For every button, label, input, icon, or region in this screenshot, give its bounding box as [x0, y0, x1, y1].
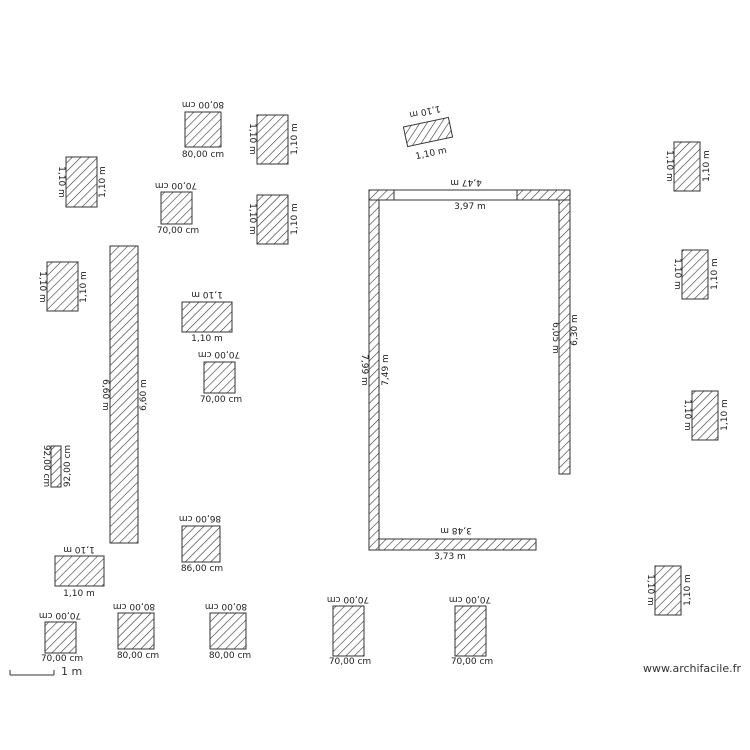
- wall-right-outer-label: 6,30 m: [570, 314, 580, 346]
- piece-p1-top-label: 80,00 cm: [182, 99, 224, 109]
- piece-p17-top-label: 70,00 cm: [327, 594, 369, 604]
- piece-p7-left-label: 1,10 m: [247, 203, 257, 235]
- piece-p1[interactable]: 80,00 cm 80,00 cm: [182, 99, 224, 160]
- piece-p19[interactable]: 1,10 m 1,10 m: [37, 261, 89, 312]
- piece-p12[interactable]: 86,00 cm 86,00 cm: [179, 513, 223, 574]
- wall-right[interactable]: [558, 199, 571, 475]
- wall-top-opening[interactable]: [393, 189, 518, 201]
- piece-p22[interactable]: 1,10 m 1,10 m: [645, 565, 693, 616]
- wall-top-right[interactable]: [516, 189, 571, 201]
- piece-p14[interactable]: 70,00 cm 70,00 cm: [39, 610, 83, 664]
- piece-p16[interactable]: 80,00 cm 80,00 cm: [205, 601, 251, 661]
- piece-p11[interactable]: 92,00 cm 92,00 cm: [41, 445, 73, 488]
- piece-p21-right-label: 1,10 m: [720, 399, 730, 431]
- piece-p3-bottom-label: 1,10 m: [415, 146, 448, 162]
- piece-p4[interactable]: 1,10 m 1,10 m: [664, 141, 712, 192]
- wall-right-inner-label: 6,05 m: [550, 322, 560, 354]
- piece-p11-left-label: 92,00 cm: [41, 445, 51, 487]
- piece-p22-right-label: 1,10 m: [683, 574, 693, 606]
- wall-bottom-outer-label: 3,48 m: [440, 525, 472, 535]
- piece-p8-left-label: 6,60 m: [100, 379, 110, 411]
- wall-top-left[interactable]: [368, 189, 395, 201]
- piece-p5-top-label: 70,00 cm: [155, 180, 197, 190]
- piece-p7-right-label: 1,10 m: [290, 203, 300, 235]
- wall-left[interactable]: [368, 199, 380, 551]
- piece-p18-bottom-label: 70,00 cm: [451, 657, 493, 667]
- piece-p7[interactable]: 1,10 m 1,10 m: [247, 194, 300, 245]
- piece-p9-bottom-label: 1,10 m: [191, 334, 223, 344]
- piece-p3[interactable]: 1,10 m 1,10 m: [402, 103, 454, 162]
- piece-p15-top-label: 80,00 cm: [113, 601, 155, 611]
- piece-p4-left-label: 1,10 m: [664, 150, 674, 182]
- piece-p18[interactable]: 70,00 cm 70,00 cm: [449, 594, 493, 667]
- wall-bottom-inner-label: 3,73 m: [434, 552, 466, 562]
- piece-p10[interactable]: 70,00 cm 70,00 cm: [198, 349, 242, 405]
- piece-p15[interactable]: 80,00 cm 80,00 cm: [113, 601, 159, 661]
- wall-left-inner-label: 7,49 m: [381, 354, 391, 386]
- piece-p6-right-label: 1,10 m: [98, 166, 108, 198]
- wall-top-inner-label: 3,97 m: [454, 202, 486, 212]
- piece-p14-bottom-label: 70,00 cm: [41, 654, 83, 664]
- piece-p16-top-label: 80,00 cm: [205, 601, 247, 611]
- piece-p10-bottom-label: 70,00 cm: [200, 395, 242, 405]
- piece-p5-bottom-label: 70,00 cm: [157, 226, 199, 236]
- piece-p18-top-label: 70,00 cm: [449, 594, 491, 604]
- piece-p10-top-label: 70,00 cm: [198, 349, 240, 359]
- piece-p14-top-label: 70,00 cm: [39, 610, 81, 620]
- room-walls[interactable]: [368, 189, 571, 551]
- piece-p17-bottom-label: 70,00 cm: [329, 657, 371, 667]
- piece-p15-bottom-label: 80,00 cm: [117, 651, 159, 661]
- piece-p21[interactable]: 1,10 m 1,10 m: [682, 390, 730, 441]
- piece-p19-right-label: 1,10 m: [79, 271, 89, 303]
- scale-bar-label: 1 m: [61, 665, 82, 678]
- piece-p13[interactable]: 1,10 m 1,10 m: [54, 544, 105, 599]
- piece-p22-left-label: 1,10 m: [645, 574, 655, 606]
- piece-p21-left-label: 1,10 m: [682, 399, 692, 431]
- piece-p3-top-label: 1,10 m: [408, 103, 441, 119]
- piece-p12-bottom-label: 86,00 cm: [181, 564, 223, 574]
- wall-top-outer-label: 4,47 m: [450, 177, 482, 187]
- piece-p2-right-label: 1,10 m: [290, 123, 300, 155]
- piece-p6[interactable]: 1,10 m 1,10 m: [56, 156, 108, 208]
- piece-p4-right-label: 1,10 m: [702, 150, 712, 182]
- piece-p12-top-label: 86,00 cm: [179, 513, 221, 523]
- piece-p9[interactable]: 1,10 m 1,10 m: [181, 289, 233, 344]
- piece-p2[interactable]: 1,10 m 1,10 m: [247, 114, 300, 165]
- piece-p9-top-label: 1,10 m: [191, 289, 223, 299]
- piece-p11-right-label: 92,00 cm: [63, 445, 73, 487]
- piece-p20-right-label: 1,10 m: [710, 258, 720, 290]
- piece-p19-left-label: 1,10 m: [37, 271, 47, 303]
- wall-left-outer-label: 7,99 m: [359, 354, 369, 386]
- piece-p8-right-label: 6,60 m: [139, 379, 149, 411]
- wall-bottom[interactable]: [378, 538, 537, 551]
- piece-p16-bottom-label: 80,00 cm: [209, 651, 251, 661]
- piece-p8[interactable]: 6,60 m 6,60 m: [100, 245, 149, 544]
- piece-p20[interactable]: 1,10 m 1,10 m: [672, 249, 720, 300]
- piece-p17[interactable]: 70,00 cm 70,00 cm: [327, 594, 371, 667]
- piece-p5[interactable]: 70,00 cm 70,00 cm: [155, 180, 199, 236]
- watermark: www.archifacile.fr: [643, 662, 741, 675]
- piece-p2-left-label: 1,10 m: [247, 123, 257, 155]
- piece-p13-bottom-label: 1,10 m: [63, 589, 95, 599]
- piece-p20-left-label: 1,10 m: [672, 258, 682, 290]
- piece-p1-bottom-label: 80,00 cm: [182, 150, 224, 160]
- piece-p13-top-label: 1,10 m: [63, 544, 95, 554]
- piece-p6-left-label: 1,10 m: [56, 166, 66, 198]
- scale-bar: 1 m: [9, 665, 82, 678]
